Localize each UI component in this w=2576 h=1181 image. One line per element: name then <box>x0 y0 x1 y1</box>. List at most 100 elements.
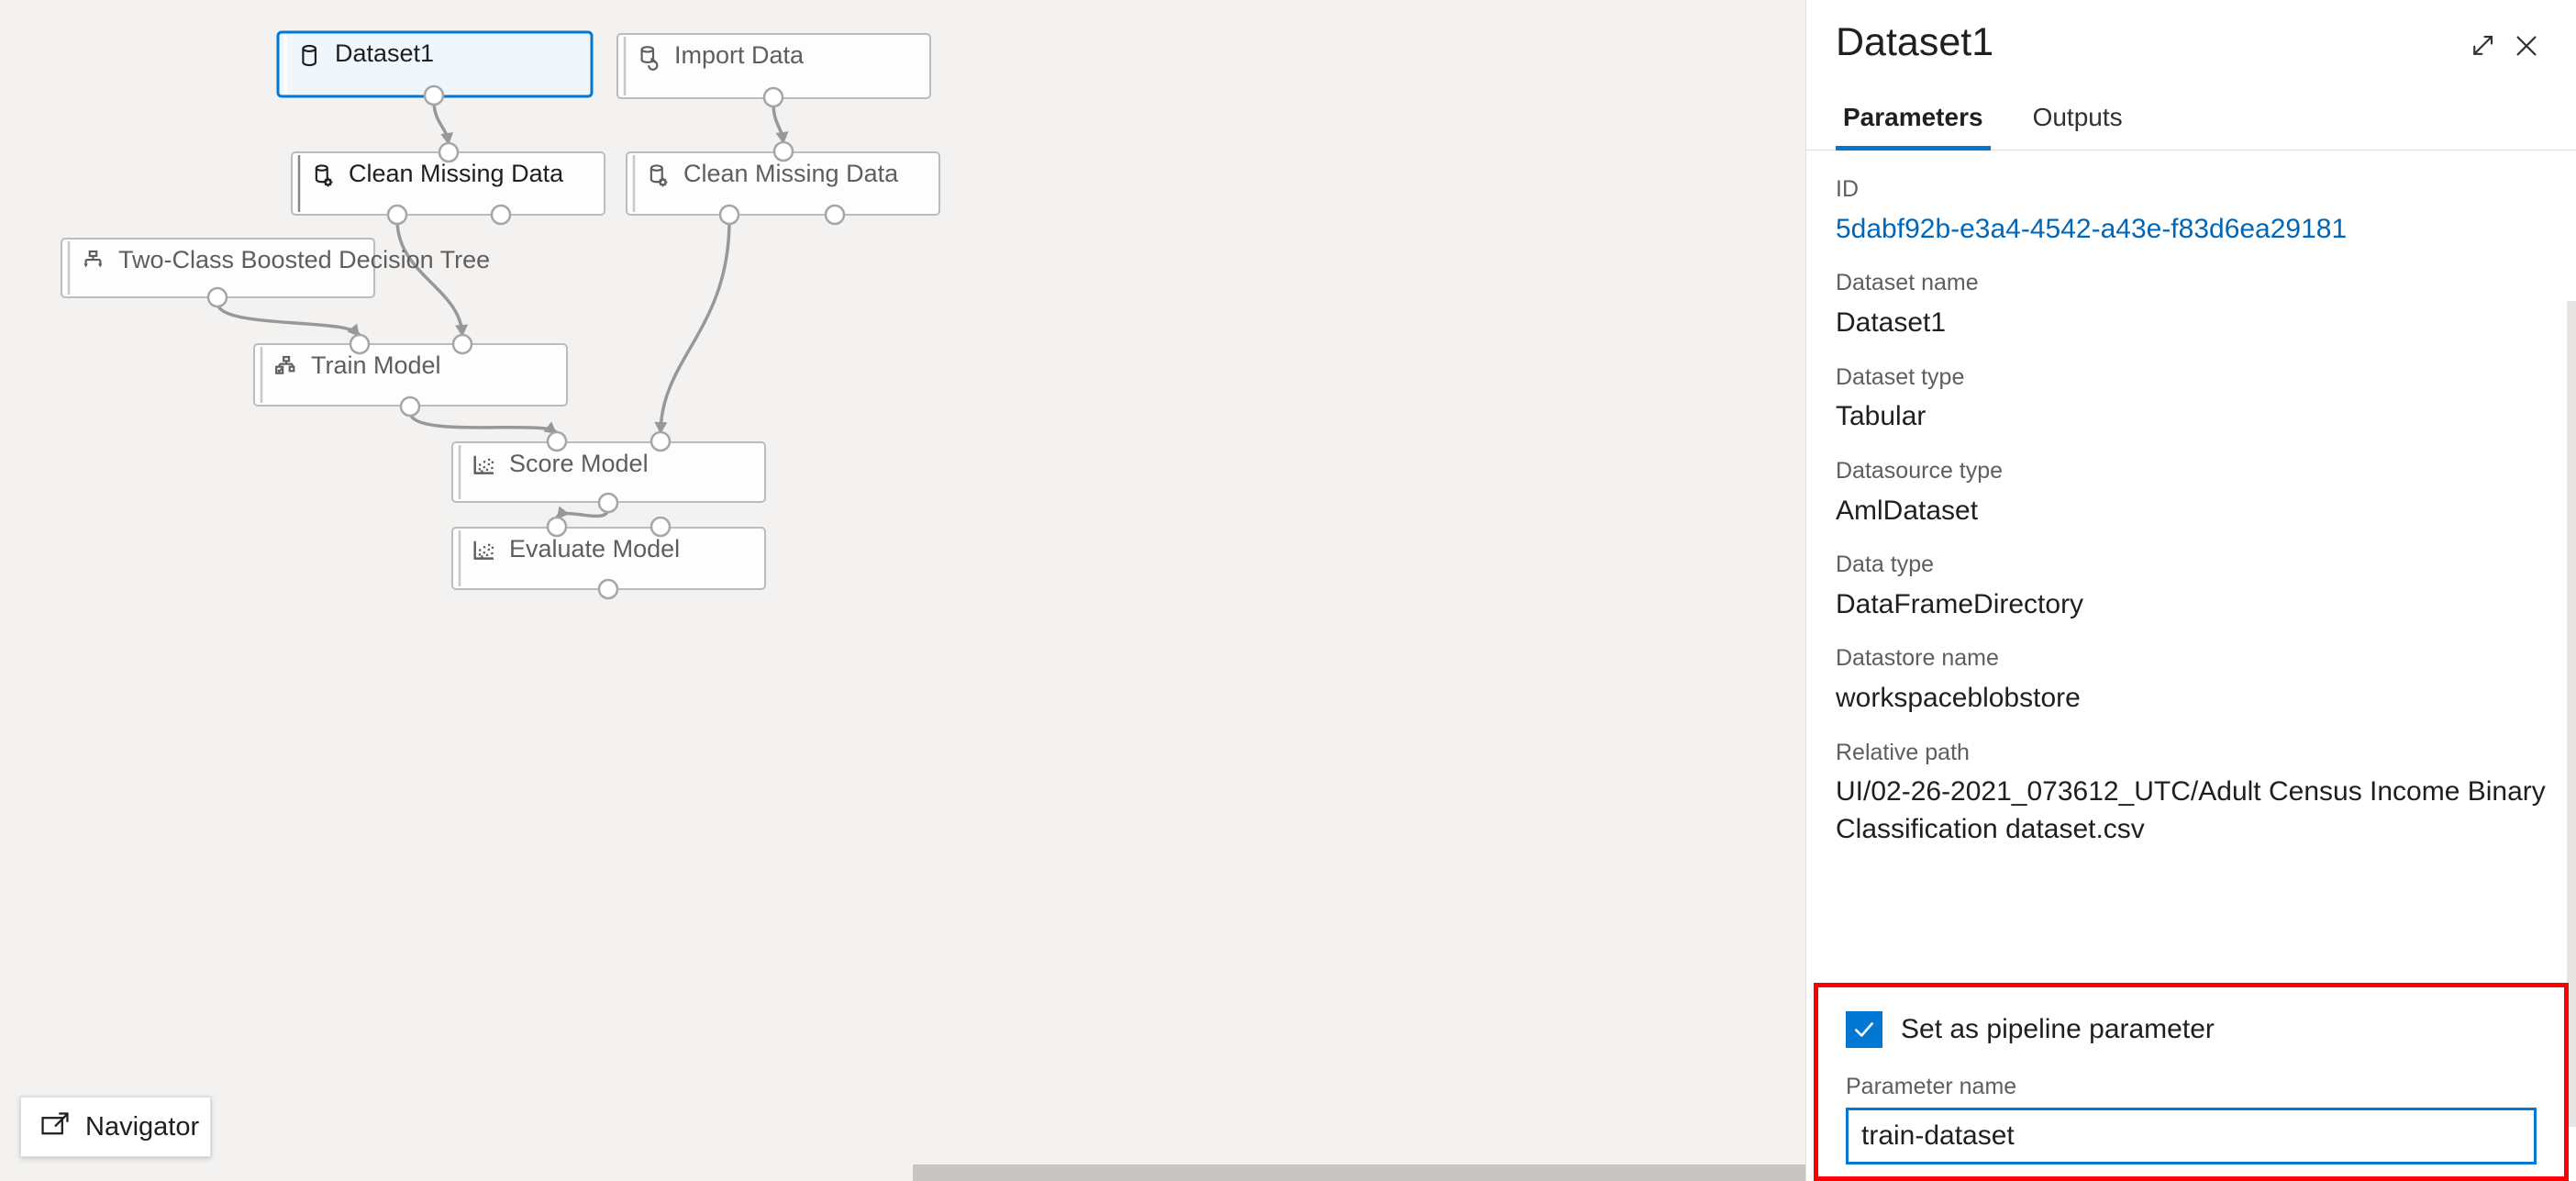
expand-diagonal-icon[interactable] <box>2460 24 2504 68</box>
properties-panel: Dataset1 Parameters Outputs ID 5dabf92b-e… <box>1805 0 2576 1181</box>
field-label: Datasource type <box>1836 457 2004 484</box>
tab-outputs[interactable]: Outputs <box>2026 84 2130 150</box>
edge-arrowhead <box>775 131 789 144</box>
horizontal-scrollbar[interactable] <box>0 1161 1805 1181</box>
field-id: ID 5dabf92b-e3a4-4542-a43e-f83d6ea29181 <box>1836 174 2547 248</box>
node-label: Clean Missing Data <box>349 160 564 187</box>
node-score[interactable]: Score Model <box>451 441 766 503</box>
field-label: Dataset type <box>1836 363 1965 390</box>
edge-arrowhead <box>543 421 557 434</box>
clipped-field-row <box>1836 868 2547 892</box>
close-icon[interactable] <box>2504 24 2548 68</box>
parameter-name-input-wrapper[interactable] <box>1846 1108 2537 1164</box>
field-value: DataFrameDirectory <box>1836 588 2084 619</box>
field-label: ID <box>1836 176 1859 202</box>
decision-tree-icon <box>83 250 103 268</box>
node-label: Import Data <box>674 41 805 69</box>
tab-parameters[interactable]: Parameters <box>1836 84 1991 150</box>
node-label: Two-Class Boosted Decision Tree <box>118 246 490 273</box>
node-port[interactable] <box>597 492 619 514</box>
panel-tabs: Parameters Outputs <box>1806 84 2576 150</box>
node-label: Evaluate Model <box>509 535 680 563</box>
database-refresh-icon <box>640 46 659 71</box>
pipeline-parameter-checkbox[interactable] <box>1846 1011 1882 1048</box>
panel-title: Dataset1 <box>1836 20 1994 64</box>
edge-clean-2-out-to-score-in-2 <box>659 219 731 435</box>
field-value: UI/02-26-2021_073612_UTC/Adult Census In… <box>1836 776 2546 844</box>
navigator-label: Navigator <box>85 1111 200 1142</box>
edge-arrowhead <box>347 323 360 337</box>
pipeline-parameter-checkbox-label: Set as pipeline parameter <box>1901 1014 2215 1044</box>
field-label: Datastore name <box>1836 645 1999 672</box>
horizontal-scrollbar-thumb[interactable] <box>913 1164 1805 1181</box>
panel-header: Dataset1 <box>1806 0 2576 84</box>
navigator-expand-icon <box>39 1109 71 1145</box>
edge-arrowhead <box>557 506 570 519</box>
node-port[interactable] <box>718 204 740 226</box>
database-gear-icon <box>650 164 668 187</box>
field-value: Tabular <box>1836 401 1926 432</box>
edge-clean-1-out-to-train-in-2 <box>395 219 464 338</box>
field-datastore-name: Datastore name workspaceblobstore <box>1836 643 2547 717</box>
field-value: workspaceblobstore <box>1836 683 2081 713</box>
edge-train-out-to-score-in-1 <box>408 411 559 435</box>
pipeline-parameter-block: Set as pipeline parameter Parameter name <box>1814 983 2569 1181</box>
node-port[interactable] <box>386 204 408 226</box>
node-port[interactable] <box>438 141 460 163</box>
parameter-name-input[interactable] <box>1861 1120 2521 1152</box>
train-model-icon <box>275 355 295 374</box>
field-label: Data type <box>1836 552 1935 577</box>
scatter-plot-icon <box>473 455 494 474</box>
parameter-name-label: Parameter name <box>1846 1074 2017 1099</box>
database-icon <box>302 44 316 67</box>
node-train[interactable]: Train Model <box>253 343 568 407</box>
node-port[interactable] <box>650 430 672 452</box>
edges-layer <box>216 100 789 520</box>
node-label: Clean Missing Data <box>683 160 899 187</box>
set-as-pipeline-parameter-row[interactable]: Set as pipeline parameter <box>1846 1011 2537 1048</box>
edge-arrowhead <box>455 324 469 337</box>
node-port[interactable] <box>451 333 473 355</box>
node-port[interactable] <box>546 430 568 452</box>
field-value: AmlDataset <box>1836 495 1979 526</box>
scatter-plot-icon <box>473 540 494 560</box>
edge-arrowhead <box>440 132 454 145</box>
edge-two-class-out-to-train-in-1 <box>216 302 361 338</box>
node-port[interactable] <box>399 396 421 418</box>
panel-vertical-scrollbar[interactable] <box>2567 301 2576 1127</box>
node-evaluate[interactable]: Evaluate Model <box>451 527 766 590</box>
node-label: Dataset1 <box>335 39 434 67</box>
node-label: Score Model <box>509 450 649 477</box>
node-port[interactable] <box>546 516 568 538</box>
node-port[interactable] <box>650 516 672 538</box>
node-port[interactable] <box>824 204 846 226</box>
ports-layer <box>206 84 846 600</box>
node-port[interactable] <box>597 578 619 600</box>
navigator-button[interactable]: Navigator <box>20 1097 211 1157</box>
database-gear-icon <box>315 164 333 187</box>
node-port[interactable] <box>772 140 794 162</box>
field-value: Dataset1 <box>1836 307 1947 338</box>
field-label: Relative path <box>1836 739 1970 765</box>
node-port[interactable] <box>349 333 371 355</box>
node-two-class[interactable]: Two-Class Boosted Decision Tree <box>61 238 490 298</box>
node-port[interactable] <box>423 84 445 106</box>
node-port[interactable] <box>490 204 512 226</box>
field-value-link[interactable]: 5dabf92b-e3a4-4542-a43e-f83d6ea29181 <box>1836 213 2348 244</box>
node-clean-1[interactable]: Clean Missing Data <box>291 151 605 216</box>
node-port[interactable] <box>206 286 228 308</box>
node-dataset1[interactable]: Dataset1 <box>276 30 594 98</box>
node-port[interactable] <box>762 86 784 108</box>
edge-arrowhead <box>654 421 668 434</box>
